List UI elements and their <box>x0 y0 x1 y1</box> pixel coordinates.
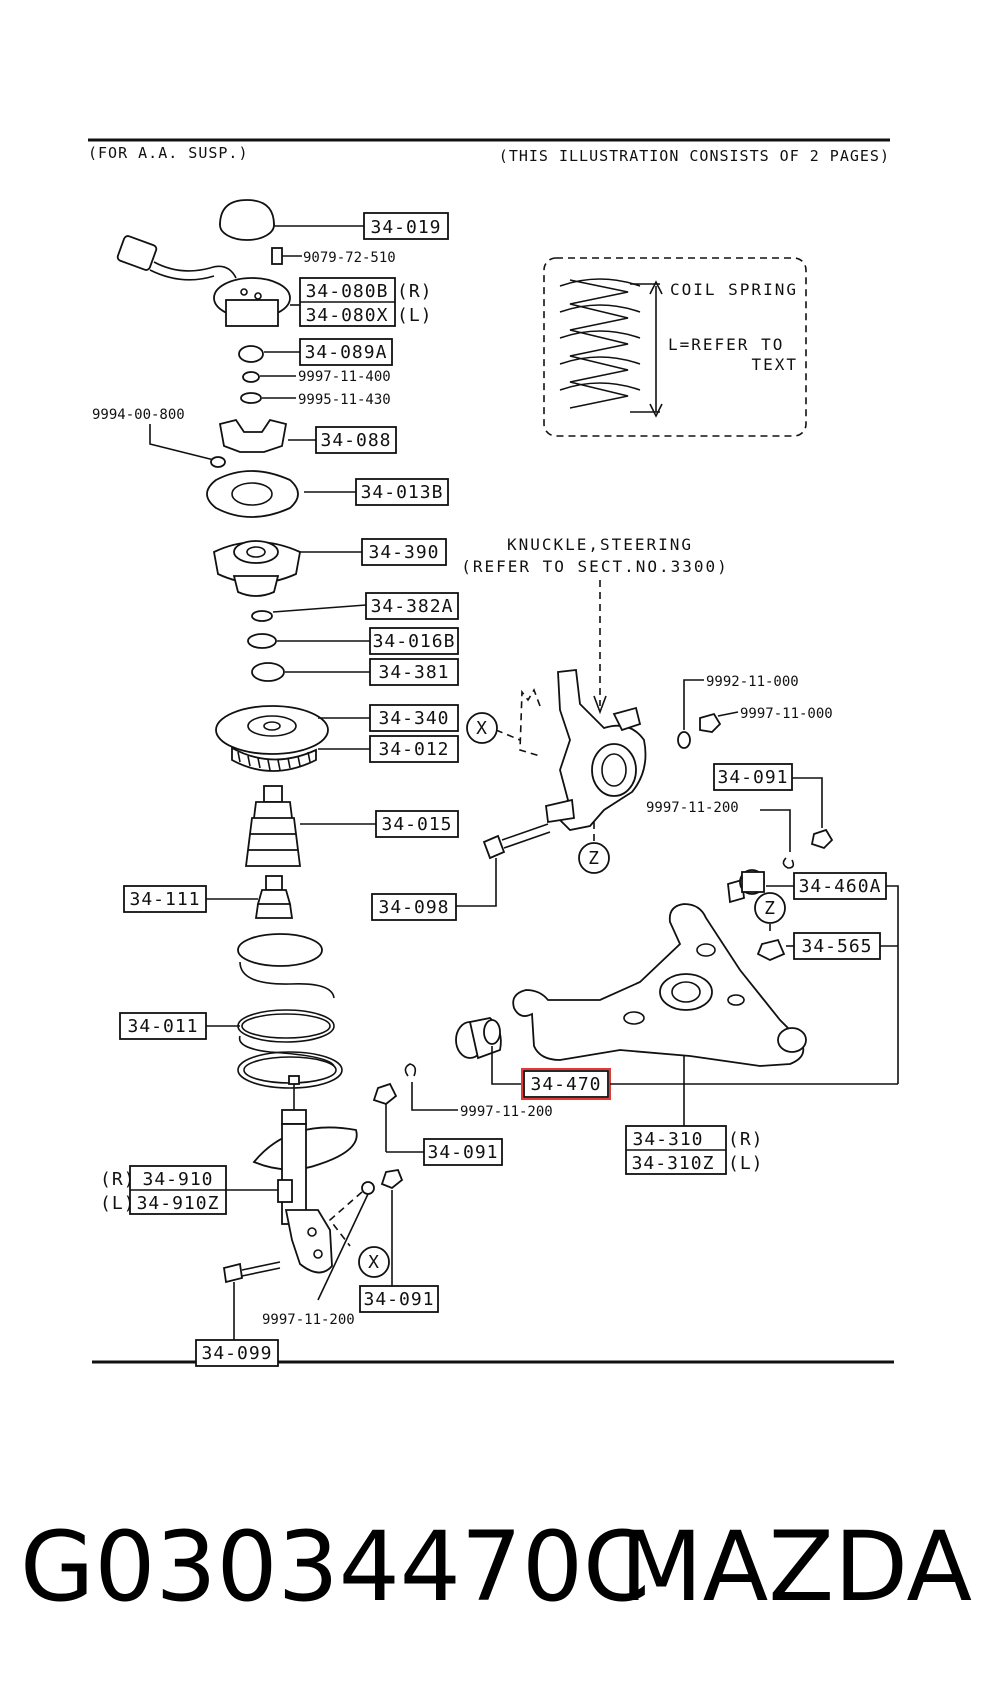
part-label-34-910Z: 34-910Z <box>137 1193 220 1214</box>
part-label-34-099: 34-099 <box>201 1343 272 1364</box>
num-9997-11-000: 9997-11-000 <box>740 706 833 722</box>
coil-spring-part <box>237 933 343 1089</box>
marker-x-lower: X <box>368 1252 380 1273</box>
part-label-34-091-a: 34-091 <box>717 767 788 788</box>
part-label-34-910: 34-910 <box>142 1169 213 1190</box>
side-r-910: (R) <box>100 1169 136 1190</box>
footer-brand: MAZDA <box>620 1511 972 1623</box>
part-label-34-098: 34-098 <box>378 897 449 918</box>
header-right: (THIS ILLUSTRATION CONSISTS OF 2 PAGES) <box>499 147 890 165</box>
coil-note-title: COIL SPRING <box>670 280 798 299</box>
part-label-34-015: 34-015 <box>381 814 452 835</box>
side-l-910: (L) <box>100 1193 136 1214</box>
part-label-34-390: 34-390 <box>368 542 439 563</box>
mount-cap-part <box>219 199 275 241</box>
part-label-34-565: 34-565 <box>801 936 872 957</box>
part-label-34-091-c: 34-091 <box>363 1289 434 1310</box>
side-r-080: (R) <box>397 281 433 302</box>
part-label-34-080B: 34-080B <box>306 281 389 302</box>
marker-z-upper: Z <box>764 898 776 919</box>
part-label-34-089A: 34-089A <box>305 342 388 363</box>
footer-part-number: G03034470C <box>20 1511 650 1623</box>
side-r-310: (R) <box>728 1129 764 1150</box>
marker-z-lower: Z <box>588 848 600 869</box>
part-label-34-460A: 34-460A <box>799 876 882 897</box>
knuckle-note-line2: (REFER TO SECT.NO.3300) <box>461 557 729 576</box>
part-label-34-013B: 34-013B <box>361 482 444 503</box>
part-label-34-019: 34-019 <box>370 217 441 238</box>
part-label-34-111: 34-111 <box>129 889 200 910</box>
dust-boot-part <box>244 785 302 867</box>
strut-assembly-part <box>252 1075 358 1274</box>
part-label-34-381: 34-381 <box>378 662 449 683</box>
header-left: (FOR A.A. SUSP.) <box>88 144 249 162</box>
side-l-080: (L) <box>397 305 433 326</box>
num-9994-00-800: 9994-00-800 <box>92 407 185 423</box>
bushing-34-470-part <box>455 1017 502 1060</box>
num-9997-11-400: 9997-11-400 <box>298 369 391 385</box>
part-label-34-470: 34-470 <box>530 1074 601 1095</box>
part-label-34-340: 34-340 <box>378 708 449 729</box>
num-9997-11-200-b: 9997-11-200 <box>460 1104 553 1120</box>
knuckle-note-line1: KNUCKLE,STEERING <box>507 535 693 554</box>
part-label-34-310Z: 34-310Z <box>632 1153 715 1174</box>
part-label-34-011: 34-011 <box>127 1016 198 1037</box>
part-label-34-091-b: 34-091 <box>427 1142 498 1163</box>
actuator-part <box>116 235 291 327</box>
part-label-34-080X: 34-080X <box>306 305 389 326</box>
strut-mount-part <box>212 540 302 597</box>
side-l-310: (L) <box>728 1153 764 1174</box>
bump-stop-part <box>254 875 294 919</box>
steering-knuckle-part <box>545 669 647 831</box>
part-label-34-016B: 34-016B <box>373 631 456 652</box>
num-9992-11-000: 9992-11-000 <box>706 674 799 690</box>
num-9079-72-510: 9079-72-510 <box>303 250 396 266</box>
marker-x-upper: X <box>476 718 488 739</box>
coil-spring-inset: COIL SPRING L=REFER TO TEXT <box>543 257 807 437</box>
num-9997-11-200-c: 9997-11-200 <box>262 1312 355 1328</box>
num-9997-11-200-a: 9997-11-200 <box>646 800 739 816</box>
part-label-34-382A: 34-382A <box>371 596 454 617</box>
coil-note-line1: L=REFER TO <box>668 335 784 354</box>
part-label-34-012: 34-012 <box>378 739 449 760</box>
lower-arm-part <box>512 903 807 1067</box>
spring-seat-part <box>215 705 329 772</box>
num-9995-11-430: 9995-11-430 <box>298 392 391 408</box>
part-label-34-310: 34-310 <box>632 1129 703 1150</box>
part-label-34-088: 34-088 <box>320 430 391 451</box>
coil-note-line2: TEXT <box>751 355 798 374</box>
